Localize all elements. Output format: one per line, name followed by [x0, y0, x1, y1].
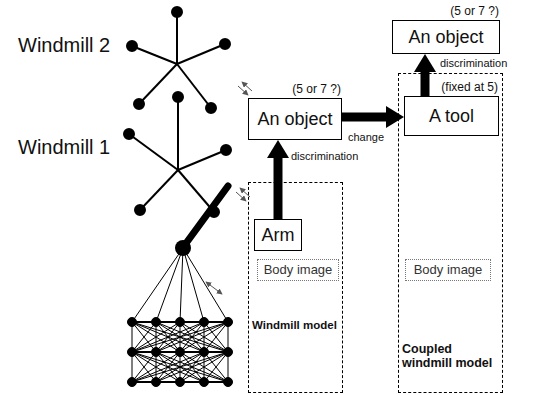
count-note: (5 or 7 ?): [450, 5, 499, 19]
network-link: [204, 322, 228, 352]
box-label: Arm: [262, 225, 295, 246]
network-link: [183, 248, 204, 322]
box-label: An object: [257, 109, 332, 130]
network-unit: [176, 378, 185, 387]
network-unit: [152, 318, 161, 327]
object-box: (5 or 7 ?)An object: [248, 98, 342, 140]
network-link: [132, 248, 183, 322]
part-name: Windmill 2: [18, 34, 110, 57]
block-arrow: [421, 72, 430, 96]
network-link: [156, 352, 228, 382]
network-unit: [128, 378, 137, 387]
network-unit: [200, 348, 209, 357]
region-title: Windmill model: [252, 319, 340, 332]
network-link: [204, 352, 228, 382]
block-arrow: [342, 113, 386, 122]
network-unit: [224, 348, 233, 357]
box-label: Body image: [264, 263, 333, 278]
count-note: (fixed at 5): [441, 81, 498, 95]
region-title: Coupled windmill model: [402, 342, 500, 371]
block-arrow: [274, 158, 283, 219]
network-unit: [152, 378, 161, 387]
tool-box: (fixed at 5)A tool: [404, 96, 499, 136]
count-note: (5 or 7 ?): [292, 83, 341, 97]
network-link: [156, 248, 183, 322]
network-unit: [128, 348, 137, 357]
edge-label: change: [348, 131, 384, 144]
network-unit: [176, 318, 185, 327]
network-link: [183, 248, 228, 322]
network-link: [180, 248, 183, 322]
network-unit: [200, 318, 209, 327]
model-region: Windmill model ArmBody image: [248, 182, 343, 393]
box-label: An object: [408, 27, 483, 48]
network-unit: [224, 318, 233, 327]
network-link: [156, 322, 228, 352]
body-image-box: Body image: [405, 259, 491, 281]
box-label: Body image: [414, 263, 483, 278]
network-unit: [176, 348, 185, 357]
arm-box: Arm: [254, 219, 302, 251]
part-name: Windmill 1: [18, 136, 110, 159]
network-unit: [200, 378, 209, 387]
box-label: A tool: [429, 106, 474, 127]
model-region: Coupled windmill model(fixed at 5)A tool…: [398, 73, 503, 393]
edge-label: discrimination: [291, 150, 358, 163]
network-unit: [152, 348, 161, 357]
edge-label: discrimination: [440, 57, 507, 70]
neural-network: [128, 248, 233, 387]
windmill-2: [127, 7, 230, 113]
network-unit: [128, 318, 137, 327]
body-image-box: Body image: [257, 259, 339, 281]
network-unit: [224, 378, 233, 387]
robot-arm: [175, 186, 228, 256]
object-box: (5 or 7 ?)An object: [392, 20, 500, 54]
